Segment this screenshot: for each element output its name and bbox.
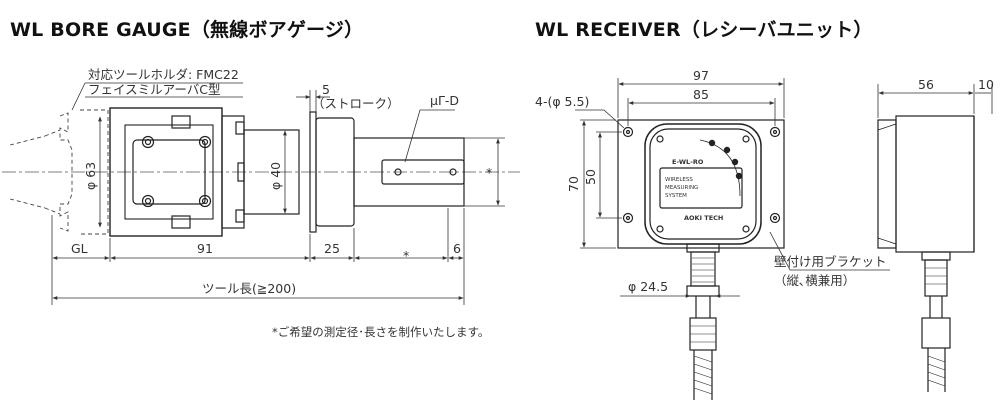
holder-label-2: フェイスミルアーバC型 (88, 82, 220, 97)
phi40-label: φ 40 (268, 162, 283, 190)
bore-gauge-drawing (2, 107, 520, 237)
receiver-panel-text: E-WL-RO WIRELESS MEASURING SYSTEM AOKI T… (665, 158, 723, 222)
note-text: *ご希望の測定径･長さを制作いたします。 (272, 325, 489, 339)
tool-holder-outline (9, 109, 109, 235)
dim-50-label: 50 (583, 169, 598, 185)
dim-25-label: 25 (324, 241, 340, 256)
bore-gauge-dimensions (51, 82, 505, 305)
holes-label: 4-(φ 5.5) (535, 94, 589, 109)
receiver-labels: 97 85 4-(φ 5.5) 70 50 56 10 φ 24.5 壁付け用ブ… (535, 68, 994, 294)
bore-gauge-title: WL BORE GAUGE（無線ボアゲージ） (10, 19, 364, 41)
mu-label: μΓ-D (430, 93, 459, 108)
tool-length-label: ツール長(≧200) (202, 281, 296, 296)
dim-97-label: 97 (693, 68, 709, 83)
receiver-side-view (877, 115, 975, 392)
panel-logo: AOKI TECH (684, 214, 723, 222)
receiver-title: WL RECEIVER（レシーバユニット） (535, 19, 873, 41)
panel-brand: E-WL-RO (672, 158, 704, 166)
receiver-dimensions (575, 78, 993, 298)
bracket-label-2: （縦､横兼用） (774, 273, 855, 288)
bore-gauge-labels: 対応ツールホルダ: FMC22 フェイスミルアーバC型 5 （ストローク） μΓ… (71, 67, 492, 339)
dim-10-label: 10 (978, 77, 994, 92)
phi24-label: φ 24.5 (628, 279, 668, 294)
bracket-label-1: 壁付け用ブラケット (774, 254, 887, 269)
dim-56-label: 56 (918, 77, 934, 92)
bracket-plate (617, 119, 785, 249)
dim-6-label: 6 (453, 241, 461, 256)
dim-91-label: 91 (197, 241, 213, 256)
dim-85-label: 85 (693, 87, 709, 102)
holder-label-1: 対応ツールホルダ: FMC22 (88, 67, 239, 82)
phi63-label: φ 63 (83, 162, 98, 190)
gl-label: GL (71, 241, 88, 256)
stroke-label: （ストローク） (312, 96, 400, 111)
panel-text-1: WIRELESS (665, 177, 693, 183)
panel-text-2: MEASURING (665, 185, 698, 191)
star-label: * (403, 248, 409, 263)
stroke-value: 5 (322, 82, 330, 97)
dim-70-label: 70 (566, 176, 581, 192)
panel-text-3: SYSTEM (665, 193, 687, 199)
receiver-front-view (617, 119, 785, 400)
star-right-label: * (486, 165, 492, 180)
